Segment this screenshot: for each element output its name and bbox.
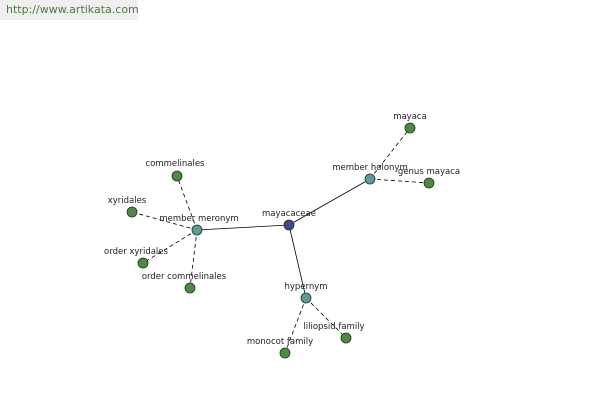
node-label-order-xyridales: order xyridales [104,247,168,257]
node-label-liliopsid-family: liliopsid family [303,322,364,332]
node-member-holonym[interactable] [364,173,376,185]
edge-mayacaceae-to-hypernym [288,224,307,299]
node-hypernym[interactable] [300,292,312,304]
nodes-layer [126,122,435,359]
edge-hypernym-to-liliopsid-family [305,297,347,339]
node-genus-mayaca[interactable] [423,177,435,189]
node-label-genus-mayaca: genus mayaca [398,167,460,177]
labels-layer: mayacaceae member meronym member holonym hy… [104,112,460,347]
edge-member-meronym-to-order-commelinales [189,229,198,289]
node-label-monocot-family: monocot family [247,337,313,347]
edge-member-meronym-to-order-xyridales [142,229,198,264]
node-mayaca[interactable] [404,122,416,134]
edge-hypernym-to-monocot-family [284,297,307,354]
node-monocot-family[interactable] [279,347,291,359]
node-order-commelinales[interactable] [184,282,196,294]
edge-member-holonym-to-mayaca [369,127,411,180]
node-member-meronym[interactable] [191,224,203,236]
node-commelinales[interactable] [171,170,183,182]
node-mayacaceae[interactable] [283,219,295,231]
node-label-mayacaceae: mayacaceae [262,209,316,219]
node-label-xyridales: xyridales [108,196,147,206]
node-label-member-meronym: member meronym [159,214,238,224]
edge-member-holonym-to-genus-mayaca [369,178,430,184]
node-label-member-holonym: member holonym [332,163,407,173]
node-label-mayaca: mayaca [393,112,427,122]
node-xyridales[interactable] [126,206,138,218]
node-label-order-commelinales: order commelinales [142,272,227,282]
edges-layer [131,127,430,354]
node-label-hypernym: hypernym [284,282,327,292]
edge-mayacaceae-to-member-meronym [196,224,290,231]
node-label-commelinales: commelinales [145,159,205,169]
edge-member-meronym-to-commelinales [176,175,198,231]
edge-member-meronym-to-xyridales [131,211,198,231]
edge-mayacaceae-to-member-holonym [288,178,371,226]
watermark-url: http://www.artikata.com [0,0,139,20]
node-liliopsid-family[interactable] [340,332,352,344]
node-order-xyridales[interactable] [137,257,149,269]
